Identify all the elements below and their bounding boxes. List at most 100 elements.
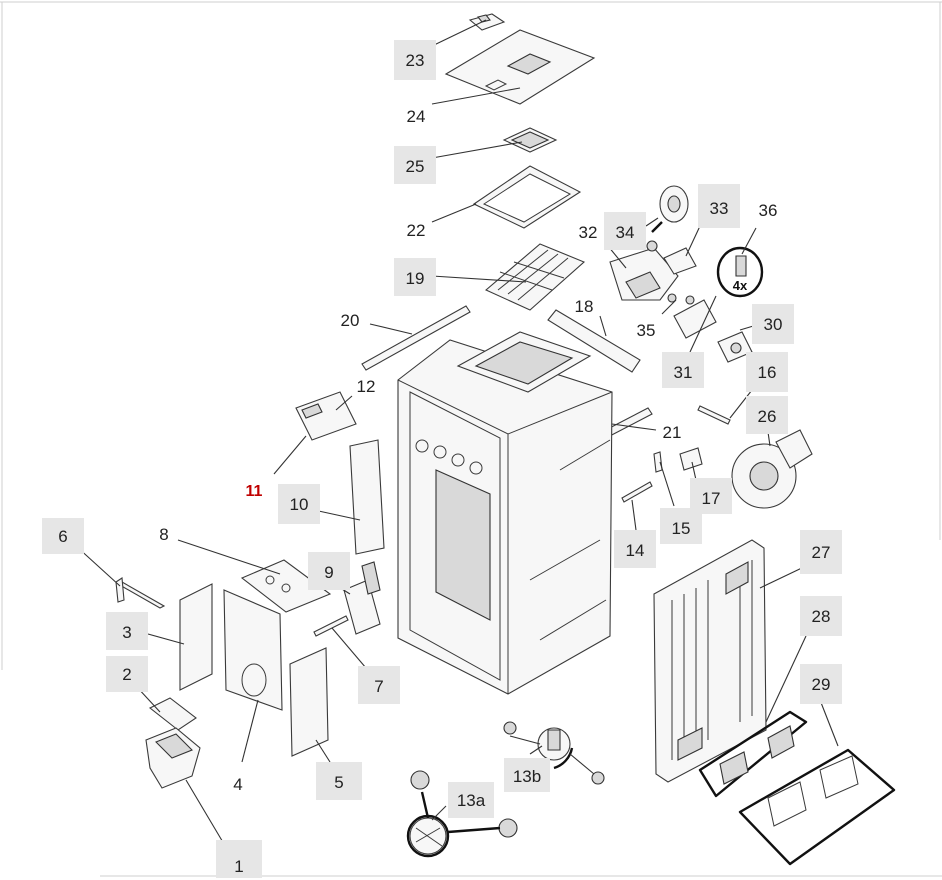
svg-text:1: 1 [234,857,243,876]
callout-14: 14 [614,530,656,568]
svg-text:4x: 4x [733,278,748,293]
callout-33: 33 [698,184,740,228]
svg-text:16: 16 [758,363,777,382]
part-25-cover [502,127,558,153]
svg-text:22: 22 [407,221,426,240]
leader-lines [75,19,839,845]
svg-text:15: 15 [672,519,691,538]
svg-text:12: 12 [357,377,376,396]
svg-text:19: 19 [406,269,425,288]
part-17-sensor [679,447,703,471]
callout-13b: 13b [504,758,550,792]
part-31-bracket [667,293,717,339]
callout-35: 35 [637,321,656,340]
svg-text:31: 31 [674,363,693,382]
svg-text:4: 4 [233,775,242,794]
callout-7: 7 [358,666,400,704]
callout-29: 29 [800,664,842,704]
callout-24: 24 [407,107,426,126]
callout-28: 28 [800,596,842,636]
part-20-rail [361,305,471,371]
svg-text:24: 24 [407,107,426,126]
callout-16: 16 [746,352,788,392]
callout-19: 19 [394,258,436,296]
svg-text:17: 17 [702,489,721,508]
svg-text:11: 11 [246,483,263,500]
svg-text:34: 34 [616,223,635,242]
svg-text:26: 26 [758,407,777,426]
svg-text:18: 18 [575,297,594,316]
part-29-plate [738,748,896,866]
part-27-side-panel [653,539,767,783]
svg-text:25: 25 [406,157,425,176]
callout-20: 20 [341,311,360,330]
svg-text:8: 8 [159,525,168,544]
callout-22: 22 [407,221,426,240]
svg-text:3: 3 [122,623,131,642]
part-22-gasket [472,165,582,229]
svg-text:2: 2 [122,665,131,684]
part-12-control-board [295,391,357,441]
svg-text:13b: 13b [513,767,541,786]
callout-6: 6 [42,518,84,554]
callout-36: 36 [759,201,778,220]
svg-text:33: 33 [710,199,729,218]
svg-text:5: 5 [334,773,343,792]
callout-5: 5 [316,762,362,800]
part-4-front-panel [223,589,283,711]
part-2-cover [148,697,197,731]
callout-4: 4 [233,775,242,794]
callout-21: 21 [663,423,682,442]
callout-27: 27 [800,530,842,574]
callout-8: 8 [159,525,168,544]
svg-text:13a: 13a [457,791,486,810]
callout-12: 12 [357,377,376,396]
callout-11: 11 [246,483,263,500]
svg-text:7: 7 [374,677,383,696]
callout-15: 15 [660,508,702,544]
callout-3: 3 [106,612,148,650]
part-34-ring [646,185,689,252]
svg-text:28: 28 [812,607,831,626]
callout-32: 32 [579,223,598,242]
part-24-top-plate [444,29,596,105]
part-13b-foot [503,721,605,785]
main-cabinet-frame [397,331,613,695]
callout-26: 26 [746,396,788,434]
part-18-plate [547,309,641,373]
callout-10: 10 [278,484,320,524]
part-19-grate [484,243,586,311]
svg-text:21: 21 [663,423,682,442]
part-16-rod [697,405,731,425]
callout-18: 18 [575,297,594,316]
part-32-auger-housing [609,247,679,301]
svg-text:27: 27 [812,543,831,562]
part-6-rod [115,577,166,609]
callout-31: 31 [662,352,704,388]
part-15-pin [653,451,663,473]
svg-text:23: 23 [406,51,425,70]
svg-text:29: 29 [812,675,831,694]
callout-2: 2 [106,656,148,692]
svg-text:10: 10 [290,495,309,514]
svg-text:6: 6 [58,527,67,546]
part-9-motor-bracket [343,561,381,635]
part-36-screw-detail [716,246,764,298]
svg-text:14: 14 [626,541,645,560]
part-10-bracket [349,439,385,555]
part-23-clip [468,13,506,31]
part-8-plate [240,559,332,613]
part-28-gasket [698,710,808,798]
svg-text:36: 36 [759,201,778,220]
part-1-ash-box [145,727,201,789]
svg-text:20: 20 [341,311,360,330]
callout-34: 34 [604,212,646,250]
svg-text:9: 9 [324,563,333,582]
part-14-screw [621,481,653,503]
svg-text:30: 30 [764,315,783,334]
callout-23: 23 [394,40,436,80]
part-5-panel [289,647,329,757]
callout-13a: 13a [448,782,494,818]
thick-callout-lines [420,221,663,834]
